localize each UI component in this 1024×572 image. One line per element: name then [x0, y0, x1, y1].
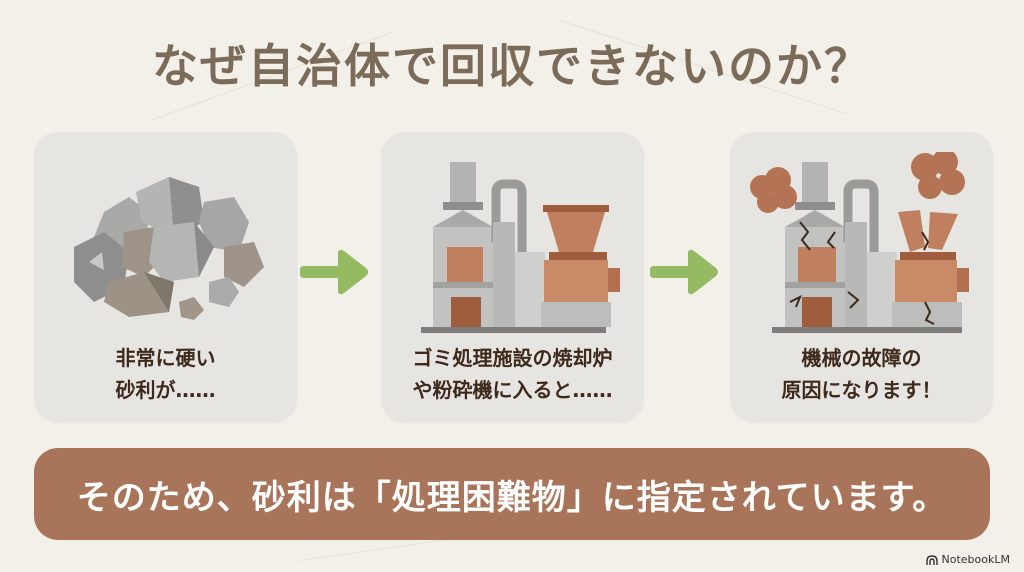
step-card-hard-gravel: 非常に硬い 砂利が…… — [34, 132, 297, 422]
broken-machine-icon — [730, 149, 993, 342]
caption-line: 機械の故障の — [801, 346, 922, 370]
caption-line: 非常に硬い — [115, 346, 216, 370]
caption-line: 砂利が…… — [115, 378, 216, 402]
incinerator-crusher-icon — [381, 152, 644, 342]
arrow-right-icon — [650, 246, 720, 298]
step-card-incinerator: ゴミ処理施設の焼却炉 や粉砕機に入ると…… — [381, 132, 644, 422]
caption-line: ゴミ処理施設の焼却炉 — [412, 346, 613, 370]
notebooklm-logo-icon — [925, 554, 938, 565]
conclusion-banner: そのため、砂利は「処理困難物」に指定されています。 — [34, 448, 990, 540]
step-caption: 機械の故障の 原因になります！ — [730, 342, 993, 406]
gravel-pile-icon — [34, 152, 297, 342]
arrow-right-icon — [300, 246, 370, 298]
step-caption: 非常に硬い 砂利が…… — [34, 342, 297, 406]
step-caption: ゴミ処理施設の焼却炉 や粉砕機に入ると…… — [381, 342, 644, 406]
step-card-machine-failure: 機械の故障の 原因になります！ — [730, 132, 993, 422]
caption-line: 原因になります！ — [781, 378, 942, 402]
conclusion-text: そのため、砂利は「処理困難物」に指定されています。 — [76, 477, 948, 518]
slide-title: なぜ自治体で回収できないのか？ — [152, 39, 872, 93]
watermark-text: NotebookLM — [941, 553, 1010, 566]
caption-line: や粉砕機に入ると…… — [412, 378, 613, 402]
notebooklm-watermark: NotebookLM — [925, 553, 1010, 566]
